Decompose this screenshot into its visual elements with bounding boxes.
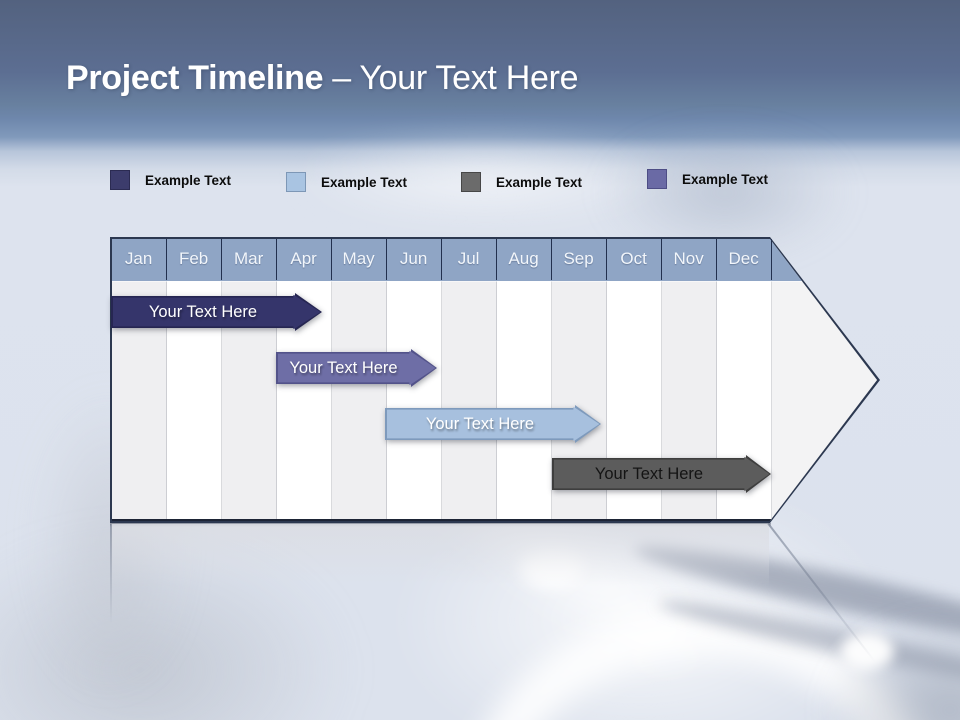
legend-item-1[interactable]: Example Text <box>110 169 231 191</box>
legend-swatch-4 <box>647 169 667 189</box>
month-cell: Jan <box>112 238 167 280</box>
column-stripe <box>331 281 387 522</box>
bar-label: Your Text Here <box>594 465 704 483</box>
legend-label: Example Text <box>682 171 769 187</box>
legend-label: Example Text <box>321 174 408 190</box>
column-stripe <box>441 281 497 522</box>
timeline-bar-3[interactable]: Your Text Here <box>385 405 601 443</box>
timeline-bar-1[interactable]: Your Text Here <box>111 293 322 331</box>
month-cell: Oct <box>607 238 662 280</box>
legend-item-2[interactable]: Example Text <box>286 171 407 193</box>
month-cell: Feb <box>167 238 222 280</box>
month-cell: Dec <box>717 238 772 280</box>
month-cell: May <box>332 238 387 280</box>
bar-fill <box>387 407 600 442</box>
page-title[interactable]: Project Timeline– Your Text Here <box>66 59 579 98</box>
table-reflection <box>111 524 769 586</box>
bar-fill <box>278 351 436 386</box>
legend-swatch-3 <box>461 172 481 192</box>
legend-label: Example Text <box>145 172 232 188</box>
timeline-bar-2[interactable]: Your Text Here <box>276 349 437 387</box>
table-bottom-border <box>111 518 771 522</box>
month-cell: Sep <box>552 238 607 280</box>
legend-swatch-2 <box>286 172 306 192</box>
bar-fill <box>554 457 770 492</box>
legend-label: Example Text <box>496 174 583 190</box>
month-header-band <box>111 238 877 282</box>
bar-label: Your Text Here <box>425 415 535 433</box>
month-cell: Apr <box>277 238 332 280</box>
timeline-bar-4[interactable]: Your Text Here <box>552 455 771 493</box>
header-divider <box>111 281 877 283</box>
column-stripe <box>496 281 552 522</box>
column-stripe <box>386 281 442 522</box>
month-cell: Mar <box>222 238 277 280</box>
month-cell: Jul <box>442 238 497 280</box>
month-cell: Jun <box>387 238 442 280</box>
timeline-arrow-body <box>111 238 877 522</box>
bar-label: Your Text Here <box>289 359 398 377</box>
legend-item-3[interactable]: Example Text <box>461 171 582 193</box>
legend-item-4[interactable]: Example Text <box>647 168 768 190</box>
title-main: Project Timeline <box>66 59 324 97</box>
month-cell: Aug <box>497 238 552 280</box>
bar-fill <box>113 295 321 330</box>
legend-swatch-1 <box>110 170 130 190</box>
table-reflection-edge <box>110 524 112 624</box>
title-subtitle: – Your Text Here <box>332 59 579 97</box>
month-cell: Nov <box>662 238 717 280</box>
background-blur-shape <box>600 128 850 258</box>
bar-label: Your Text Here <box>148 303 258 321</box>
